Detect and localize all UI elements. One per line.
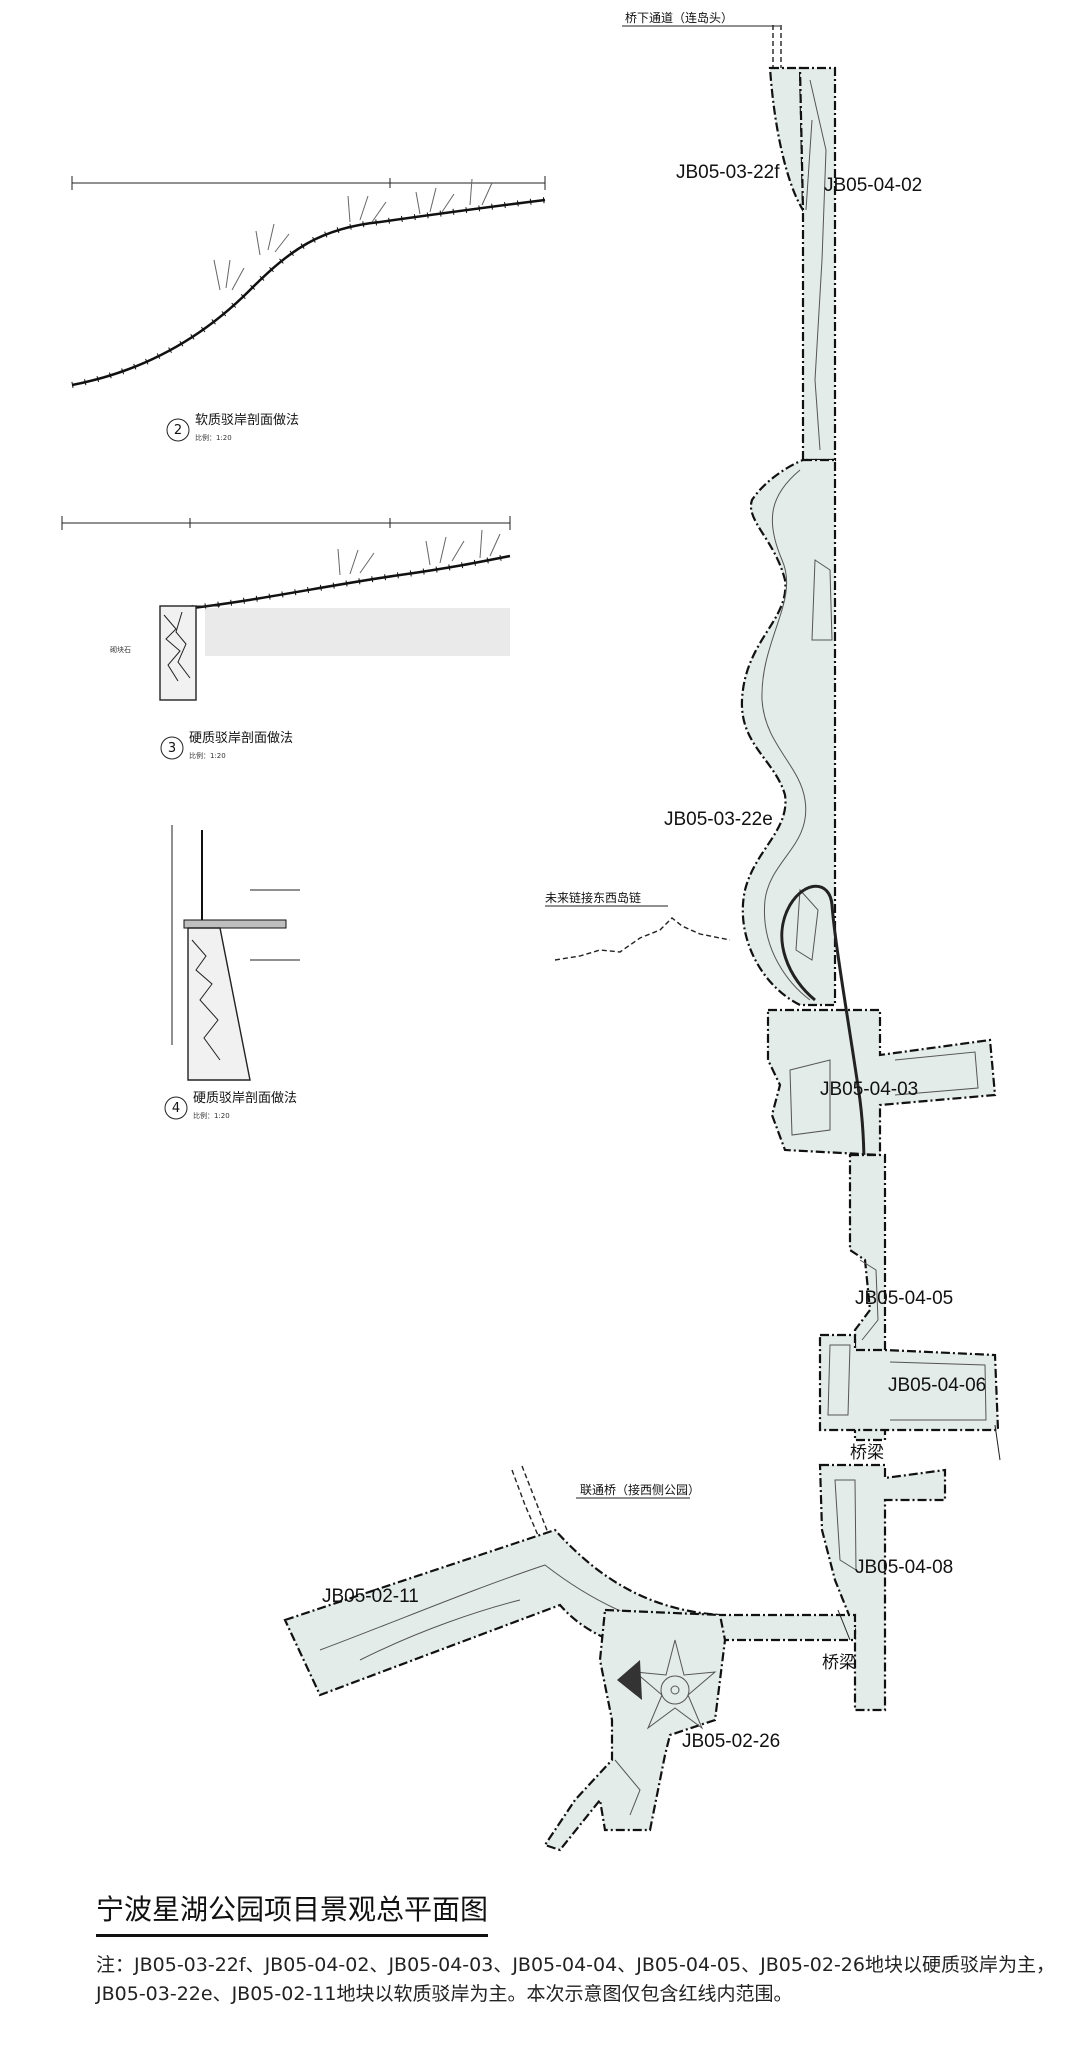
- section-4-number: 4: [172, 1101, 180, 1116]
- parcel-jb05-04-03: [766, 1008, 997, 1157]
- section-2-number-circle: [166, 418, 190, 442]
- label-jb05-04-03: JB05-04-03: [820, 1079, 918, 1100]
- label-jb05-04-08: JB05-04-08: [855, 1557, 953, 1578]
- section-2-number: 2: [174, 423, 182, 438]
- section-3-hard-revetment: 砌块石 3 硬质驳岸剖面做法 比例：1:20: [61, 516, 511, 760]
- label-jb05-04-06: JB05-04-06: [888, 1375, 986, 1396]
- label-jb05-02-26: JB05-02-26: [682, 1731, 780, 1752]
- map-title-block: 宁波星湖公园项目景观总平面图 注：JB05-03-22f、JB05-04-02、…: [96, 1888, 1056, 2009]
- section-2-soft-revetment: 2 软质驳岸剖面做法 比例：1:20: [71, 176, 546, 442]
- section-3-number-circle: [160, 736, 184, 760]
- section-2-scale: 比例：1:20: [195, 433, 232, 442]
- label-jb05-02-11: JB05-02-11: [322, 1586, 419, 1607]
- link-bridge-path: 联通桥（接西侧公园）: [511, 1465, 700, 1541]
- under-bridge-channel: 桥下通道（连岛头）: [622, 10, 782, 68]
- parcel-jb05-04-08: [818, 1463, 947, 1712]
- parcel-jb05-03-22e: [740, 458, 837, 1007]
- section-3-number: 3: [168, 741, 176, 756]
- label-bridge-upper: 桥梁: [850, 1443, 884, 1463]
- section-4-scale: 比例：1:20: [193, 1111, 230, 1120]
- parcel-jb05-02-26: [543, 1608, 727, 1852]
- label-future-link: 未来链接东西岛链: [545, 890, 641, 905]
- section-4-hard-revetment: 4 硬质驳岸剖面做法 比例：1:20: [164, 825, 300, 1120]
- map-note: 注：JB05-03-22f、JB05-04-02、JB05-04-03、JB05…: [96, 1954, 1055, 2005]
- label-jb05-04-05: JB05-04-05: [855, 1288, 953, 1309]
- future-link-path: 未来链接东西岛链: [545, 890, 731, 961]
- parcel-jb05-03-22f: [768, 66, 805, 214]
- label-jb05-04-02: JB05-04-02: [824, 175, 922, 196]
- svg-text:砌块石: 砌块石: [110, 645, 131, 654]
- map-title: 宁波星湖公园项目景观总平面图: [96, 1888, 489, 1937]
- parcel-jb05-04-02: [798, 66, 837, 462]
- section-4-number-circle: [164, 1096, 188, 1120]
- section-3-title: 硬质驳岸剖面做法: [189, 731, 293, 746]
- label-link-bridge: 联通桥（接西侧公园）: [580, 1482, 700, 1497]
- label-jb05-03-22e: JB05-03-22e: [664, 809, 773, 830]
- parcel-jb05-04-06: [818, 1333, 1000, 1432]
- label-bridge-lower: 桥梁: [822, 1653, 856, 1673]
- plaza-star-feature: [617, 1639, 717, 1730]
- section-3-scale: 比例：1:20: [189, 751, 226, 760]
- label-jb05-03-22f: JB05-03-22f: [676, 162, 780, 183]
- section-4-title: 硬质驳岸剖面做法: [193, 1091, 297, 1106]
- label-under-bridge: 桥下通道（连岛头）: [625, 10, 733, 25]
- section-2-title: 软质驳岸剖面做法: [195, 413, 299, 428]
